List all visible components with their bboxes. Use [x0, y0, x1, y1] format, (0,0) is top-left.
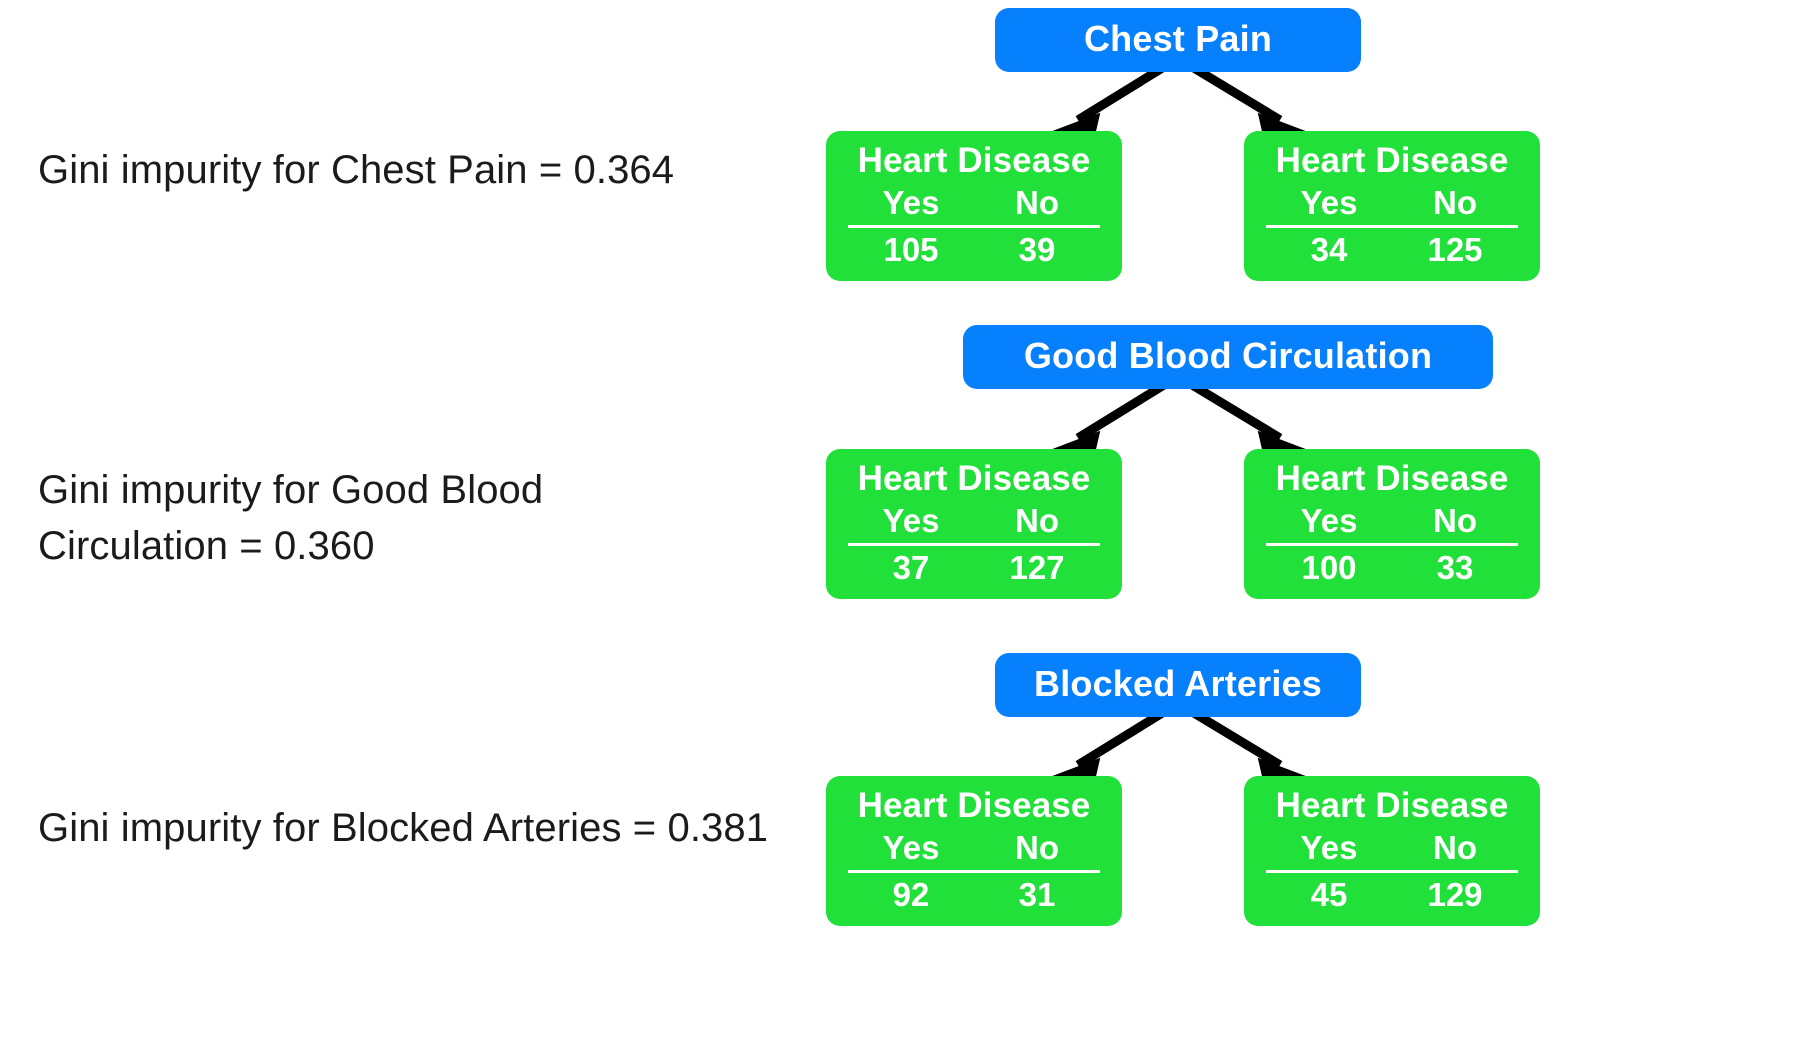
column-header-yes: Yes — [1300, 828, 1358, 866]
table-header-row: Yes No — [848, 501, 1100, 545]
table-header-row: Yes No — [848, 183, 1100, 227]
leaf-node-right[interactable]: Heart Disease Yes No 100 33 — [1244, 449, 1540, 600]
count-no: 125 — [1427, 230, 1483, 268]
leaf-counts-table: Yes No 45 129 — [1266, 829, 1518, 915]
table-row: 100 33 — [1266, 544, 1518, 587]
gini-impurity-chest-pain-label: Gini impurity for Chest Pain = 0.364 — [38, 148, 675, 192]
count-no: 127 — [1009, 548, 1065, 586]
leaf-title: Heart Disease — [1275, 459, 1509, 498]
column-header-yes: Yes — [882, 828, 940, 866]
leaf-node-left[interactable]: Heart Disease Yes No 92 31 — [826, 776, 1122, 927]
table-row: 105 39 — [848, 226, 1100, 269]
root-node-blocked-arteries[interactable]: Blocked Arteries — [995, 653, 1361, 718]
count-yes: 105 — [883, 230, 939, 268]
leaf-counts-table: Yes No 92 31 — [848, 829, 1100, 915]
root-node-good-blood-circulation[interactable]: Good Blood Circulation — [963, 325, 1493, 390]
leaf-node-right[interactable]: Heart Disease Yes No 45 129 — [1244, 776, 1540, 927]
decision-tree-blocked-arteries: Blocked Arteries Heart Disease Yes No 92… — [820, 645, 1820, 945]
leaf-counts-table: Yes No 37 127 — [848, 502, 1100, 588]
leaf-title: Heart Disease — [857, 141, 1091, 180]
leaf-node-left[interactable]: Heart Disease Yes No 37 127 — [826, 449, 1122, 600]
decision-tree-good-blood-circulation: Good Blood Circulation Heart Disease Yes… — [820, 310, 1820, 610]
root-node-chest-pain[interactable]: Chest Pain — [995, 8, 1361, 73]
column-header-no: No — [1433, 183, 1477, 221]
count-no: 129 — [1427, 875, 1483, 913]
table-row: 92 31 — [848, 871, 1100, 914]
leaf-node-right[interactable]: Heart Disease Yes No 34 125 — [1244, 131, 1540, 282]
leaf-node-left[interactable]: Heart Disease Yes No 105 39 — [826, 131, 1122, 282]
count-yes: 45 — [1310, 875, 1348, 913]
table-header-row: Yes No — [848, 828, 1100, 872]
column-header-no: No — [1015, 183, 1059, 221]
leaf-title: Heart Disease — [857, 459, 1091, 498]
count-yes: 37 — [892, 548, 930, 586]
decision-tree-chest-pain: Chest Pain Heart Disease Yes No 105 39 — [820, 0, 1820, 300]
leaf-counts-table: Yes No 100 33 — [1266, 502, 1518, 588]
column-header-yes: Yes — [882, 183, 940, 221]
leaf-title: Heart Disease — [857, 786, 1091, 825]
column-header-no: No — [1433, 501, 1477, 539]
count-yes: 100 — [1301, 548, 1357, 586]
table-row: 45 129 — [1266, 871, 1518, 914]
column-header-no: No — [1015, 828, 1059, 866]
count-yes: 34 — [1310, 230, 1348, 268]
table-header-row: Yes No — [1266, 501, 1518, 545]
leaf-title: Heart Disease — [1275, 141, 1509, 180]
column-header-no: No — [1433, 828, 1477, 866]
gini-impurity-good-blood-circulation-label: Gini impurity for Good Blood Circulation… — [38, 468, 544, 568]
table-row: 34 125 — [1266, 226, 1518, 269]
gini-impurity-blocked-arteries-label: Gini impurity for Blocked Arteries = 0.3… — [38, 806, 769, 850]
leaf-title: Heart Disease — [1275, 786, 1509, 825]
column-header-yes: Yes — [882, 501, 940, 539]
table-header-row: Yes No — [1266, 828, 1518, 872]
count-no: 39 — [1018, 230, 1056, 268]
column-header-yes: Yes — [1300, 183, 1358, 221]
count-yes: 92 — [892, 875, 930, 913]
table-row: 37 127 — [848, 544, 1100, 587]
column-header-no: No — [1015, 501, 1059, 539]
leaf-counts-table: Yes No 105 39 — [848, 184, 1100, 270]
column-header-yes: Yes — [1300, 501, 1358, 539]
table-header-row: Yes No — [1266, 183, 1518, 227]
count-no: 33 — [1436, 548, 1474, 586]
count-no: 31 — [1018, 875, 1056, 913]
leaf-counts-table: Yes No 34 125 — [1266, 184, 1518, 270]
